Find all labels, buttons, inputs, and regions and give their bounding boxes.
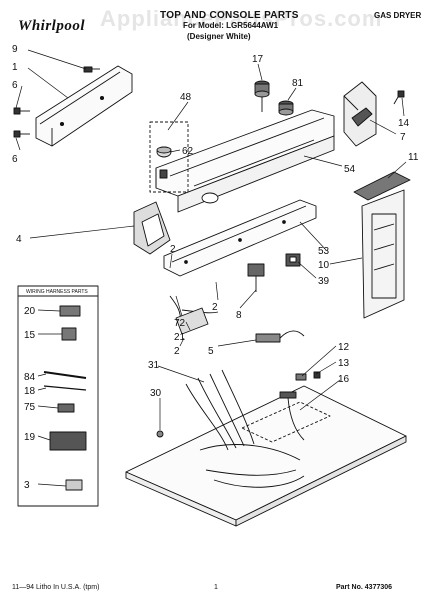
kit-callout-3: 3 — [24, 480, 30, 491]
kit-callout-15: 15 — [24, 330, 36, 341]
front-rail-53 — [163, 199, 317, 277]
callout-48: 48 — [180, 92, 192, 103]
callout-4: 4 — [16, 234, 22, 245]
timer-21 — [175, 307, 209, 335]
callout-numbers: 9 1 6 6 48 62 17 81 14 7 54 11 4 2 53 10… — [12, 44, 419, 491]
switch-8 — [247, 263, 265, 292]
kit-callout-18: 18 — [24, 386, 36, 397]
kit-box-title: WIRING HARNESS PARTS — [26, 289, 88, 295]
end-cap-right — [343, 81, 377, 147]
model-line: For Model: LGR5644AW1 — [183, 21, 279, 30]
callout-9: 9 — [12, 44, 18, 55]
callout-30: 30 — [150, 388, 162, 399]
callout-72: 72 — [174, 318, 186, 329]
callout-10: 10 — [318, 260, 330, 271]
lint-cover-11 — [353, 171, 411, 201]
leader-lines — [15, 49, 407, 487]
callout-39: 39 — [318, 276, 330, 287]
kit-callout-75: 75 — [24, 402, 36, 413]
thermistor-39 — [285, 253, 301, 267]
wire-harness-31 — [185, 369, 305, 488]
callout-31: 31 — [148, 360, 160, 371]
wiring-harness-box: WIRING HARNESS PARTS — [17, 285, 99, 507]
callout-8: 8 — [236, 310, 242, 321]
footer-litho: 11—94 Litho In U.S.A. (tpm) — [12, 584, 100, 591]
kit-callout-84: 84 — [24, 372, 36, 383]
screw-6-lower — [13, 130, 30, 138]
knob-81 — [278, 100, 294, 116]
footer-page-number: 1 — [214, 584, 218, 591]
callout-16: 16 — [338, 374, 350, 385]
callout-1: 1 — [12, 62, 18, 73]
callout-54: 54 — [344, 164, 356, 175]
callout-6-lower: 6 — [12, 154, 18, 165]
callout-12: 12 — [338, 342, 350, 353]
end-bracket-left — [35, 65, 133, 147]
harness-16-connector — [279, 391, 305, 441]
callout-2-upper: 2 — [170, 244, 176, 255]
callout-62: 62 — [182, 146, 194, 157]
callout-6-upper: 6 — [12, 80, 18, 91]
screw-6-upper — [13, 107, 30, 115]
brand-logo: Whirlpool — [18, 18, 86, 34]
control-panel-48 — [149, 121, 189, 193]
terminal-block-5 — [255, 330, 305, 343]
clip-12 — [295, 373, 307, 381]
top-panel — [125, 385, 407, 527]
variant-line: (Designer White) — [187, 32, 251, 41]
callout-81: 81 — [292, 78, 304, 89]
callout-2-middle: 2 — [212, 302, 218, 313]
dryer-type: GAS DRYER — [374, 11, 422, 20]
callout-13: 13 — [338, 358, 350, 369]
callout-17: 17 — [252, 54, 264, 65]
lint-housing-10 — [361, 189, 405, 319]
callout-11: 11 — [408, 152, 419, 163]
footer-part-number: Part No. 4377306 — [336, 584, 393, 591]
screw-14 — [393, 90, 405, 105]
clip-30 — [156, 430, 164, 438]
callout-53: 53 — [318, 246, 330, 257]
screw-9 — [83, 66, 100, 73]
screw-13 — [313, 371, 321, 379]
knob-17 — [254, 80, 270, 112]
watermark: AppliancePartsPros.com — [100, 6, 383, 31]
callout-21: 21 — [174, 332, 186, 343]
kit-callout-20: 20 — [24, 306, 36, 317]
page-title: TOP AND CONSOLE PARTS — [160, 10, 299, 21]
callout-5: 5 — [208, 346, 214, 357]
callout-7: 7 — [400, 132, 406, 143]
callout-2-lower: 2 — [174, 346, 180, 357]
console-end-cap-4 — [133, 201, 171, 255]
kit-callout-19: 19 — [24, 432, 36, 443]
console-panel — [155, 109, 335, 213]
callout-14: 14 — [398, 118, 410, 129]
